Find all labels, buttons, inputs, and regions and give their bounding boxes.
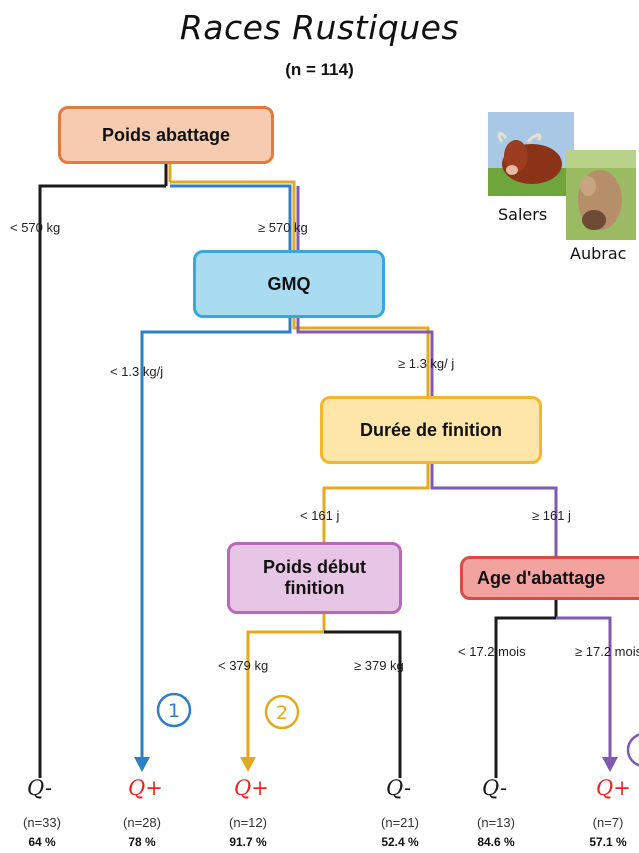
edge-poids-debut-right: [324, 630, 402, 778]
branch-label-ge161: ≥ 161 j: [532, 508, 571, 523]
branch-label-lt570: < 570 kg: [10, 220, 61, 235]
diagram-subtitle: (n = 114): [285, 60, 354, 79]
marker-circle-3-partial: [626, 733, 639, 767]
edge-gmq-right-gold: [292, 318, 430, 396]
leaf-1-count: (n=33): [23, 815, 61, 830]
leaf-6-quality: Q+: [596, 776, 631, 800]
node-age-abattage: Age d'abattage: [460, 556, 639, 600]
edge-poids-debut-left: [246, 614, 326, 760]
branch-label-ge172: ≥ 17.2 mois: [575, 644, 639, 659]
leaf-4-percent: 52.4 %: [381, 835, 419, 849]
edge-duree-left: [322, 464, 430, 542]
edge-gmq-left: [140, 318, 292, 760]
marker-1-text: 1: [168, 700, 180, 722]
edge-root-left: [38, 184, 166, 778]
leaf-2-count: (n=28): [123, 815, 161, 830]
leaf-2-percent: 78 %: [128, 835, 156, 849]
branch-label-lt172: < 17.2 mois: [458, 644, 526, 659]
edge-gmq-right-purple: [296, 318, 434, 396]
leaf-5-count: (n=13): [477, 815, 515, 830]
node-poids-debut-finition: Poids début finition: [227, 542, 402, 614]
node-duree-finition: Durée de finition: [320, 396, 542, 464]
edge-duree-right: [430, 464, 558, 556]
aubrac-label: Aubrac: [570, 244, 627, 263]
diagram-title: Races Rustiques: [179, 8, 460, 47]
leaf-6-percent: 57.1 %: [589, 835, 627, 849]
branch-label-lt379: < 379 kg: [218, 658, 269, 673]
branch-label-lt13: < 1.3 kg/j: [110, 364, 164, 379]
leaf-1-quality: Q-: [27, 776, 53, 800]
aubrac-cow-photo: [566, 150, 636, 240]
edge-age-left: [494, 600, 558, 778]
leaf-3-count: (n=12): [229, 815, 267, 830]
leaf-4-quality: Q-: [386, 776, 412, 800]
branch-label-ge570: ≥ 570 kg: [258, 220, 308, 235]
leaf-3-percent: 91.7 %: [229, 835, 267, 849]
arrow-leaf-6: [602, 757, 618, 772]
arrow-leaf-3: [240, 757, 256, 772]
branch-label-ge379: ≥ 379 kg: [354, 658, 404, 673]
marker-circle-2: 2: [264, 694, 300, 730]
arrow-leaf-2: [134, 757, 150, 772]
branch-label-ge13: ≥ 1.3 kg/ j: [398, 356, 455, 371]
leaf-5-quality: Q-: [482, 776, 508, 800]
marker-circle-1: 1: [156, 692, 192, 728]
branch-label-lt161: < 161 j: [300, 508, 340, 523]
leaf-3-quality: Q+: [234, 776, 269, 800]
leaf-4-count: (n=21): [381, 815, 419, 830]
edge-root-right-gold: [170, 180, 296, 250]
leaf-2-quality: Q+: [128, 776, 163, 800]
edge-root-right-blue: [170, 184, 292, 250]
leaf-1-percent: 64 %: [28, 835, 56, 849]
node-gmq: GMQ: [193, 250, 385, 318]
leaf-6-count: (n=7): [592, 815, 624, 830]
node-poids-abattage: Poids abattage: [58, 106, 274, 164]
marker-2-text: 2: [276, 702, 288, 724]
salers-label: Salers: [498, 205, 548, 224]
leaf-5-percent: 84.6 %: [477, 835, 515, 849]
salers-cow-photo: [488, 112, 574, 196]
edge-age-right: [556, 616, 612, 760]
